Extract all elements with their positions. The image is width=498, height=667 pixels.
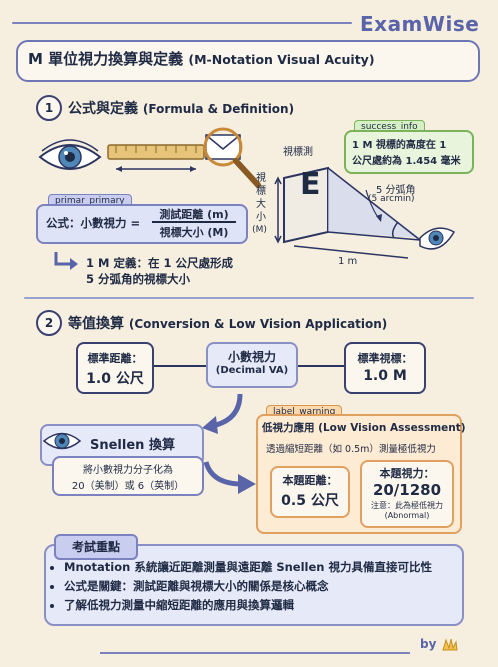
formula-label: 公式：小數視力 = bbox=[46, 216, 141, 230]
decimal-va-label: 小數視力 bbox=[227, 350, 276, 364]
std-optotype-label: 標準視標： bbox=[357, 352, 413, 365]
footer-rule bbox=[100, 652, 410, 654]
angle-label: 5 分弧角 bbox=[376, 185, 416, 196]
std-distance-label: 標準距離： bbox=[87, 352, 143, 365]
success-box bbox=[344, 130, 474, 174]
size-char: (M) bbox=[252, 225, 267, 235]
snellen-title: Snellen 換算 bbox=[90, 438, 175, 453]
title-frame bbox=[16, 40, 480, 82]
title-sub: (M-Notation Visual Acuity) bbox=[188, 52, 375, 67]
definition-line1: 1 M 定義：在 1 公尺處形成 bbox=[86, 256, 233, 270]
key-points-title-tab bbox=[54, 534, 138, 560]
low-vision-desc: 透過縮短距離（如 0.5m）測量極低視力 bbox=[266, 444, 436, 455]
std-optotype-value: 1.0 M bbox=[363, 368, 407, 384]
ruler-icon bbox=[107, 144, 205, 172]
page-title: M 單位視力換算與定義 (M-Notation Visual Acuity) bbox=[28, 48, 375, 69]
magnifier-icon bbox=[203, 127, 261, 188]
success-line2: 公尺處約為 1.454 毫米 bbox=[352, 156, 461, 167]
case-distance-label: 本題距離： bbox=[282, 474, 338, 487]
optotype-label: 視標測 bbox=[283, 147, 313, 158]
size-char: 大 bbox=[256, 199, 266, 210]
size-label: 視 標 大 小 (M) bbox=[252, 172, 268, 237]
hand-icon bbox=[442, 638, 458, 651]
std-optotype-box bbox=[344, 342, 426, 394]
case-va-box bbox=[360, 460, 454, 528]
key-point-item: Mnotation 系統讓近距離測量與遠距離 Snellen 視力具備直接可比性 bbox=[64, 559, 494, 575]
snellen-line1: 將小數視力分子化為 bbox=[83, 465, 173, 476]
formula-numerator: 測試距離 (m) bbox=[159, 208, 229, 221]
angle-label-en: (5 arcmin) bbox=[368, 194, 415, 204]
eye-icon bbox=[38, 139, 102, 170]
decimal-va-label-en: (Decimal VA) bbox=[215, 365, 289, 376]
brand-logo: ExamWise bbox=[360, 12, 480, 36]
section2-title-zh: 等值換算 bbox=[68, 316, 124, 332]
std-distance-value: 1.0 公尺 bbox=[86, 371, 144, 387]
key-points-title: 考試重點 bbox=[71, 540, 120, 554]
key-points-list: Mnotation 系統讓近距離測量與遠距離 Snellen 視力具備直接可比性… bbox=[42, 556, 494, 616]
formula-box bbox=[36, 204, 248, 244]
section2-title-en: (Conversion & Low Vision Application) bbox=[128, 317, 388, 331]
connector-right bbox=[296, 365, 344, 367]
measurement-illustration bbox=[38, 127, 261, 188]
turn-arrow-icon bbox=[54, 252, 78, 270]
key-point-item: 公式是關鍵：測試距離與視標大小的關係是核心概念 bbox=[64, 578, 494, 594]
case-va-label: 本題視力： bbox=[379, 467, 435, 480]
visual-angle-diagram bbox=[274, 166, 456, 259]
fraction-bar bbox=[152, 221, 236, 223]
section1-title: 公式與定義 (Formula & Definition) bbox=[68, 98, 294, 118]
section2-number: 2 bbox=[36, 310, 62, 336]
case-va-note2: (Abnormal) bbox=[384, 511, 430, 520]
curve-arrow-down-left-icon bbox=[202, 393, 243, 434]
eye-icon bbox=[419, 227, 456, 250]
connector-left bbox=[150, 365, 206, 367]
snellen-desc-box bbox=[52, 456, 204, 496]
case-va-note1: 注意：此為極低視力 bbox=[371, 501, 443, 510]
eye-icon bbox=[42, 432, 82, 450]
section1-title-zh: 公式與定義 bbox=[68, 101, 138, 117]
decimal-va-box bbox=[206, 342, 298, 388]
size-char: 標 bbox=[256, 186, 266, 197]
success-line1: 1 M 視標的高度在 1 bbox=[352, 140, 447, 151]
section1-number: 1 bbox=[36, 95, 62, 121]
header-rule bbox=[12, 22, 352, 24]
case-va-value: 20/1280 bbox=[372, 481, 442, 499]
key-point-item: 了解低視力測量中縮短距離的應用與換算邏輯 bbox=[64, 597, 494, 613]
section2-title: 等值換算 (Conversion & Low Vision Applicatio… bbox=[68, 313, 387, 333]
case-distance-value: 0.5 公尺 bbox=[281, 493, 339, 509]
envelope-icon bbox=[205, 134, 241, 160]
section-divider bbox=[24, 297, 474, 299]
distance-label: 1 m bbox=[338, 256, 358, 267]
section1-title-en: (Formula & Definition) bbox=[142, 102, 295, 116]
optotype-letter: E bbox=[300, 167, 321, 202]
case-distance-box bbox=[270, 466, 350, 518]
size-char: 視 bbox=[256, 173, 266, 184]
snellen-line2: 20（美制）或 6（英制） bbox=[71, 481, 185, 492]
size-char: 小 bbox=[256, 212, 266, 223]
formula-denominator: 視標大小 (M) bbox=[159, 226, 229, 239]
low-vision-title: 低視力應用 (Low Vision Assessment) bbox=[262, 422, 466, 434]
definition-line2: 5 分弧角的視標大小 bbox=[86, 272, 191, 286]
std-distance-box bbox=[76, 342, 154, 394]
credit-text: by bbox=[420, 637, 437, 651]
title-main: M 單位視力換算與定義 bbox=[28, 50, 184, 68]
curve-arrow-right-icon bbox=[203, 461, 256, 494]
